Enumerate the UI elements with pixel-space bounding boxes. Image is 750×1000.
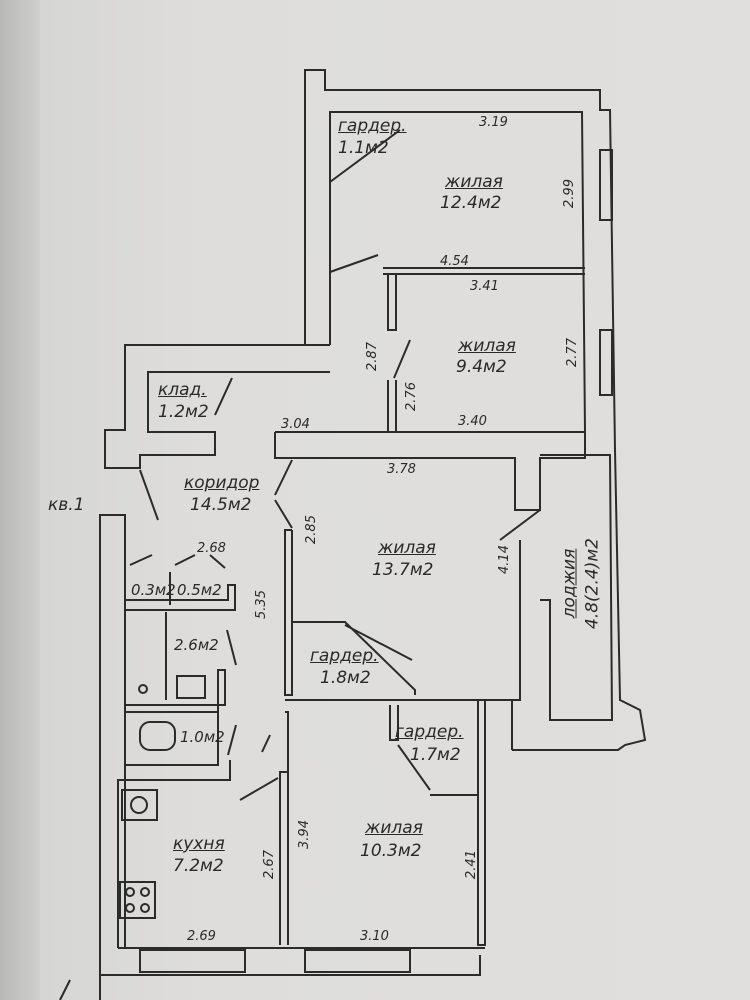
washer-icon — [176, 675, 206, 699]
door-living-9 — [393, 339, 411, 379]
dim-2-68: 2.68 — [197, 541, 226, 556]
dim-3-94: 3.94 — [296, 820, 312, 849]
wall-stub — [59, 979, 71, 1000]
room-area-bath: 2.6м2 — [174, 636, 219, 654]
outer-wall-left — [99, 514, 126, 1000]
door-closet-a — [129, 554, 153, 566]
room-area-closet-a: 0.3м2 — [131, 581, 176, 599]
room-area-living-12: 12.4м2 — [440, 193, 502, 213]
room-area-garder-top: 1.1м2 — [338, 138, 389, 158]
room-name-loggia: лоджия — [559, 548, 580, 619]
dim-2-77: 2.77 — [564, 338, 580, 367]
room-name-garder-low: гардер. — [395, 722, 464, 742]
dim-4-54: 4.54 — [440, 254, 469, 269]
room-area-kitchen: 7.2м2 — [173, 856, 224, 876]
dim-2-85: 2.85 — [303, 515, 319, 544]
wall-garder-low — [389, 705, 399, 741]
room-area-klad: 1.2м2 — [158, 402, 209, 422]
dim-2-41: 2.41 — [463, 850, 479, 879]
dim-3-78: 3.78 — [387, 462, 416, 477]
door-loggia — [499, 509, 541, 541]
wall-9-left — [387, 274, 397, 331]
room-area-living-9: 9.4м2 — [456, 357, 507, 377]
window-living-12 — [599, 149, 613, 221]
room-name-garder-top: гардер. — [338, 116, 407, 136]
stove-block — [121, 789, 158, 821]
wall-9-left-lower — [387, 380, 397, 433]
room-name-kitchen: кухня — [173, 834, 225, 854]
stove-icon — [119, 881, 156, 919]
room-name-living-9: жилая — [458, 336, 516, 356]
door-living-13-a — [274, 459, 293, 496]
door-closet-b — [174, 554, 196, 566]
window-kitchen — [139, 949, 246, 973]
door-klad — [214, 377, 233, 416]
dim-2-67: 2.67 — [261, 850, 277, 879]
door-wc — [227, 724, 237, 756]
door-corridor — [139, 469, 159, 521]
sink-icon — [130, 796, 148, 814]
wall-bath — [125, 669, 226, 713]
wall-wc — [125, 712, 219, 766]
door-living-13-b — [274, 499, 293, 529]
wall-living-13-top — [274, 431, 586, 511]
dim-3-04: 3.04 — [281, 417, 310, 432]
outer-wall-left-2 — [117, 760, 231, 948]
wall-living-10-left — [285, 711, 289, 775]
dim-3-40: 3.40 — [458, 414, 487, 429]
room-area-wc: 1.0м2 — [180, 728, 225, 746]
dim-3-10: 3.10 — [360, 929, 389, 944]
dim-3-41: 3.41 — [470, 279, 499, 294]
wall-garder-mid — [292, 621, 416, 695]
door-kitchen — [239, 777, 279, 801]
room-area-garder-low: 1.7м2 — [410, 745, 461, 765]
room-name-living-12: жилая — [445, 172, 503, 192]
room-area-closet-b: 0.5м2 — [177, 581, 222, 599]
room-name-living-10: жилая — [365, 818, 423, 838]
room-name-corridor: коридор — [184, 473, 260, 493]
door-garder-top — [329, 129, 401, 183]
apartment-label: кв.1 — [48, 495, 85, 515]
room-area-garder-mid: 1.8м2 — [320, 668, 371, 688]
dim-2-87: 2.87 — [364, 342, 380, 371]
dim-3-19: 3.19 — [479, 115, 508, 130]
room-area-living-10: 10.3м2 — [360, 841, 422, 861]
room-name-klad: клад. — [158, 380, 207, 400]
wall-klad — [104, 344, 330, 469]
wall-living-10-right — [477, 699, 513, 946]
dim-2-76: 2.76 — [403, 382, 419, 411]
wall-living-13-right — [285, 540, 521, 701]
door-garder-low — [397, 744, 431, 791]
wall-closets — [125, 584, 236, 611]
dim-5-35: 5.35 — [253, 590, 269, 619]
room-area-corridor: 14.5м2 — [190, 495, 252, 515]
door-corridor-low — [261, 734, 271, 753]
outer-wall-top — [304, 69, 647, 751]
room-name-garder-mid: гардер. — [310, 646, 379, 666]
door-bath — [226, 629, 237, 666]
page-edge — [0, 0, 40, 1000]
door-closet-c — [209, 554, 226, 569]
wall-kitchen-right — [279, 771, 289, 945]
loggia-walls — [540, 454, 614, 721]
room-area-loggia: 4.8(2.4)м2 — [582, 538, 603, 629]
wall-living-13-left — [284, 529, 293, 696]
dim-2-69: 2.69 — [187, 929, 216, 944]
door-garder-mid — [344, 624, 413, 661]
room-name-living-13: жилая — [378, 538, 436, 558]
inner-wall-top — [329, 111, 586, 433]
door-living-12 — [329, 254, 379, 273]
window-living-9 — [599, 329, 613, 396]
toilet-icon — [139, 721, 176, 751]
room-area-living-13: 13.7м2 — [372, 560, 434, 580]
window-living-10 — [304, 949, 411, 973]
dim-4-14: 4.14 — [496, 545, 512, 574]
drain-icon — [138, 684, 148, 694]
dim-2-99: 2.99 — [561, 179, 577, 208]
outer-wall-bottom-2 — [100, 955, 481, 976]
